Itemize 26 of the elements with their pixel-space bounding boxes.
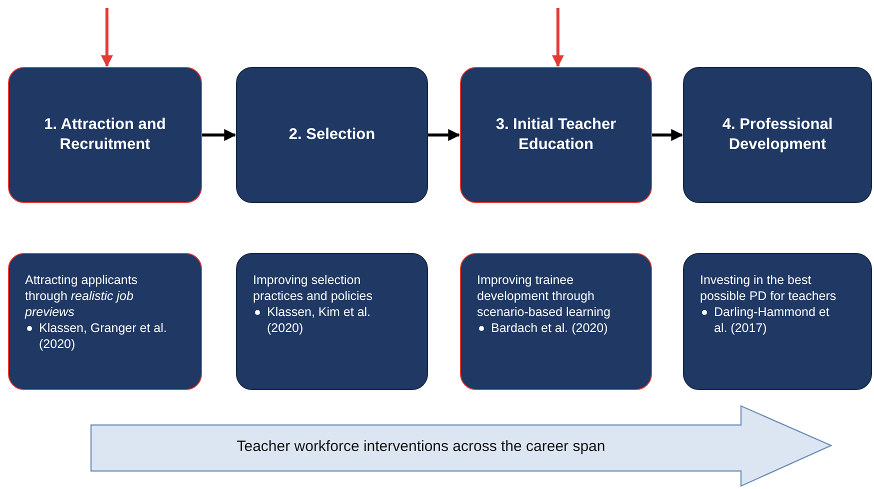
process-box bbox=[460, 67, 652, 203]
citation: Darling-Hammond et al. (2017) bbox=[714, 304, 830, 336]
process-box bbox=[683, 253, 872, 390]
box-text: Investing in the best possible PD for teachers bbox=[700, 272, 838, 304]
box-text: Improving selection practices and policies bbox=[253, 272, 374, 304]
stage-title: 2. Selection bbox=[288, 125, 376, 145]
citation: Bardach et al. (2020) bbox=[491, 320, 608, 336]
citation: Klassen, Granger et al. (2020) bbox=[39, 320, 168, 352]
process-box bbox=[236, 67, 428, 203]
process-box bbox=[8, 253, 202, 390]
arrow bbox=[428, 129, 460, 141]
process-box bbox=[236, 253, 428, 390]
process-box bbox=[8, 67, 202, 203]
stage-title: 3. Initial Teacher Education bbox=[494, 115, 618, 155]
process-box bbox=[460, 253, 652, 390]
stage-title: 1. Attraction and Recruitment bbox=[43, 115, 167, 155]
citation: Klassen, Kim et al. (2020) bbox=[267, 304, 372, 336]
arrow bbox=[100, 8, 113, 68]
arrow bbox=[202, 129, 236, 141]
band-label: Teacher workforce interventions across the career span bbox=[236, 438, 606, 454]
stage-title: 4. Professional Development bbox=[721, 115, 834, 155]
arrow bbox=[552, 8, 564, 68]
box-text: Attracting applicants through realistic job previews bbox=[25, 272, 139, 320]
arrow bbox=[652, 129, 684, 141]
box-text: Improving trainee development through scenario-based learning bbox=[477, 272, 612, 320]
process-box bbox=[683, 67, 872, 203]
